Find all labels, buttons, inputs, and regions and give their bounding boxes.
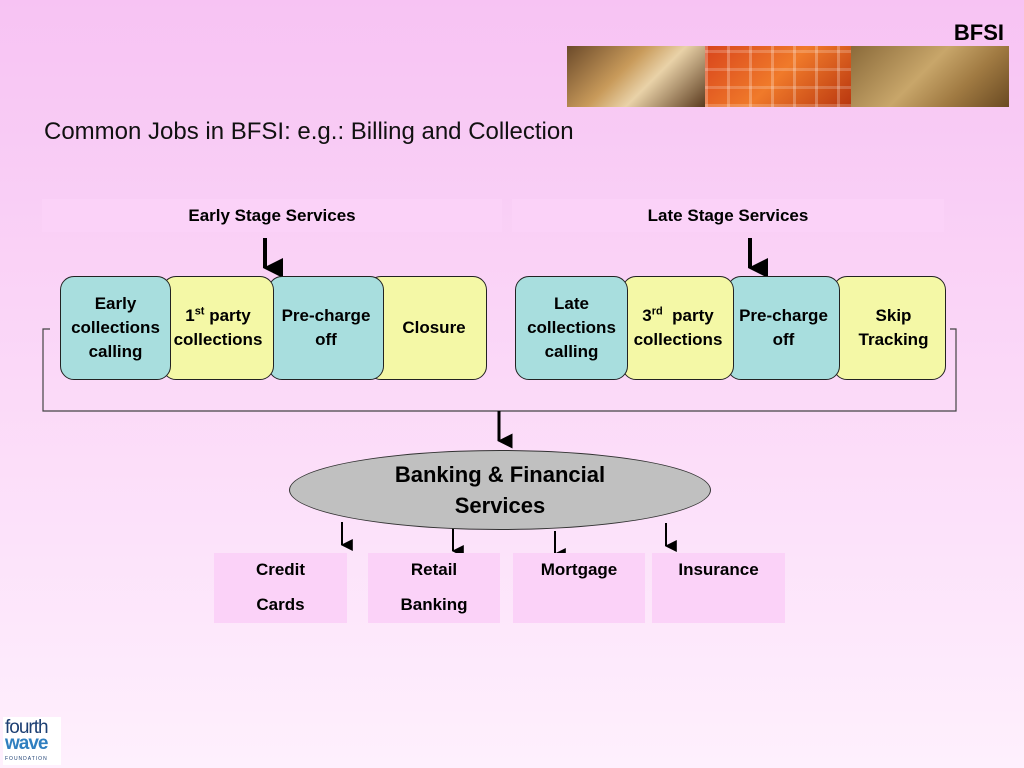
late-step-pre-charge-off-line1: Pre-charge <box>739 306 828 325</box>
early-step-calling-line2: collections <box>71 318 160 337</box>
service-credit-cards-line1: Credit <box>255 560 306 579</box>
late-step-skip-tracking-line2: Tracking <box>858 330 929 349</box>
logo-text-fourth: fourth <box>5 717 49 738</box>
third-party-number: 3 <box>642 306 652 325</box>
service-retail-banking: Retail Banking <box>368 553 500 623</box>
service-mortgage: Mortgage <box>513 553 645 623</box>
late-step-pre-charge-off: Pre-charge off <box>727 276 840 380</box>
early-step-calling-line3: calling <box>88 342 143 361</box>
early-step-pre-charge-off-line2: off <box>315 330 337 349</box>
third-party-line2: collections <box>633 330 723 349</box>
service-retail-banking-line2: Banking <box>400 595 468 614</box>
hub-line2: Services <box>454 493 546 518</box>
late-step-calling-line1: Late <box>554 294 589 313</box>
late-step-calling-line3: calling <box>544 342 599 361</box>
service-insurance-line1: Insurance <box>678 560 759 579</box>
bank-document-photo <box>851 46 1009 107</box>
late-stage-header: Late Stage Services <box>512 199 944 232</box>
early-step-first-party: 1st party collections <box>162 276 274 380</box>
logo-text-foundation: FOUNDATION <box>5 756 48 762</box>
service-insurance: Insurance <box>652 553 785 623</box>
calculator-keys-photo <box>705 46 851 107</box>
service-mortgage-line1: Mortgage <box>540 560 618 579</box>
early-stage-header: Early Stage Services <box>42 199 502 232</box>
first-party-word: party <box>204 306 251 325</box>
late-step-calling: Late collections calling <box>515 276 628 380</box>
banking-financial-services-hub: Banking & Financial Services <box>289 450 711 530</box>
late-step-skip-tracking: Skip Tracking <box>833 276 946 380</box>
early-step-calling-line1: Early <box>94 294 137 313</box>
brand-label: BFSI <box>953 20 1004 45</box>
fourth-wave-foundation-logo: fourth wave FOUNDATION <box>3 717 61 765</box>
late-step-pre-charge-off-line2: off <box>772 330 795 349</box>
header-photo-banner <box>567 46 1009 107</box>
early-step-pre-charge-off-line1: Pre-charge <box>281 306 371 325</box>
late-step-calling-line2: collections <box>527 318 616 337</box>
first-party-suffix: st <box>194 305 205 318</box>
service-retail-banking-line1: Retail <box>410 560 458 579</box>
office-workers-photo <box>567 46 705 107</box>
late-step-third-party: 3rd party collections <box>622 276 734 380</box>
late-step-skip-tracking-line1: Skip <box>875 306 912 325</box>
first-party-number: 1 <box>185 306 195 325</box>
logo-text-wave: wave <box>5 733 48 754</box>
service-credit-cards-line2: Cards <box>256 595 305 614</box>
early-step-closure-label: Closure <box>402 318 466 337</box>
page-title: Common Jobs in BFSI: e.g.: Billing and C… <box>44 118 574 145</box>
third-party-word: party <box>662 306 714 325</box>
third-party-suffix: rd <box>651 305 663 318</box>
early-step-pre-charge-off: Pre-charge off <box>268 276 384 380</box>
first-party-line2: collections <box>173 330 263 349</box>
hub-line1: Banking & Financial <box>394 462 606 487</box>
early-step-closure: Closure <box>367 276 487 380</box>
early-step-calling: Early collections calling <box>60 276 171 380</box>
service-credit-cards: Credit Cards <box>214 553 347 623</box>
